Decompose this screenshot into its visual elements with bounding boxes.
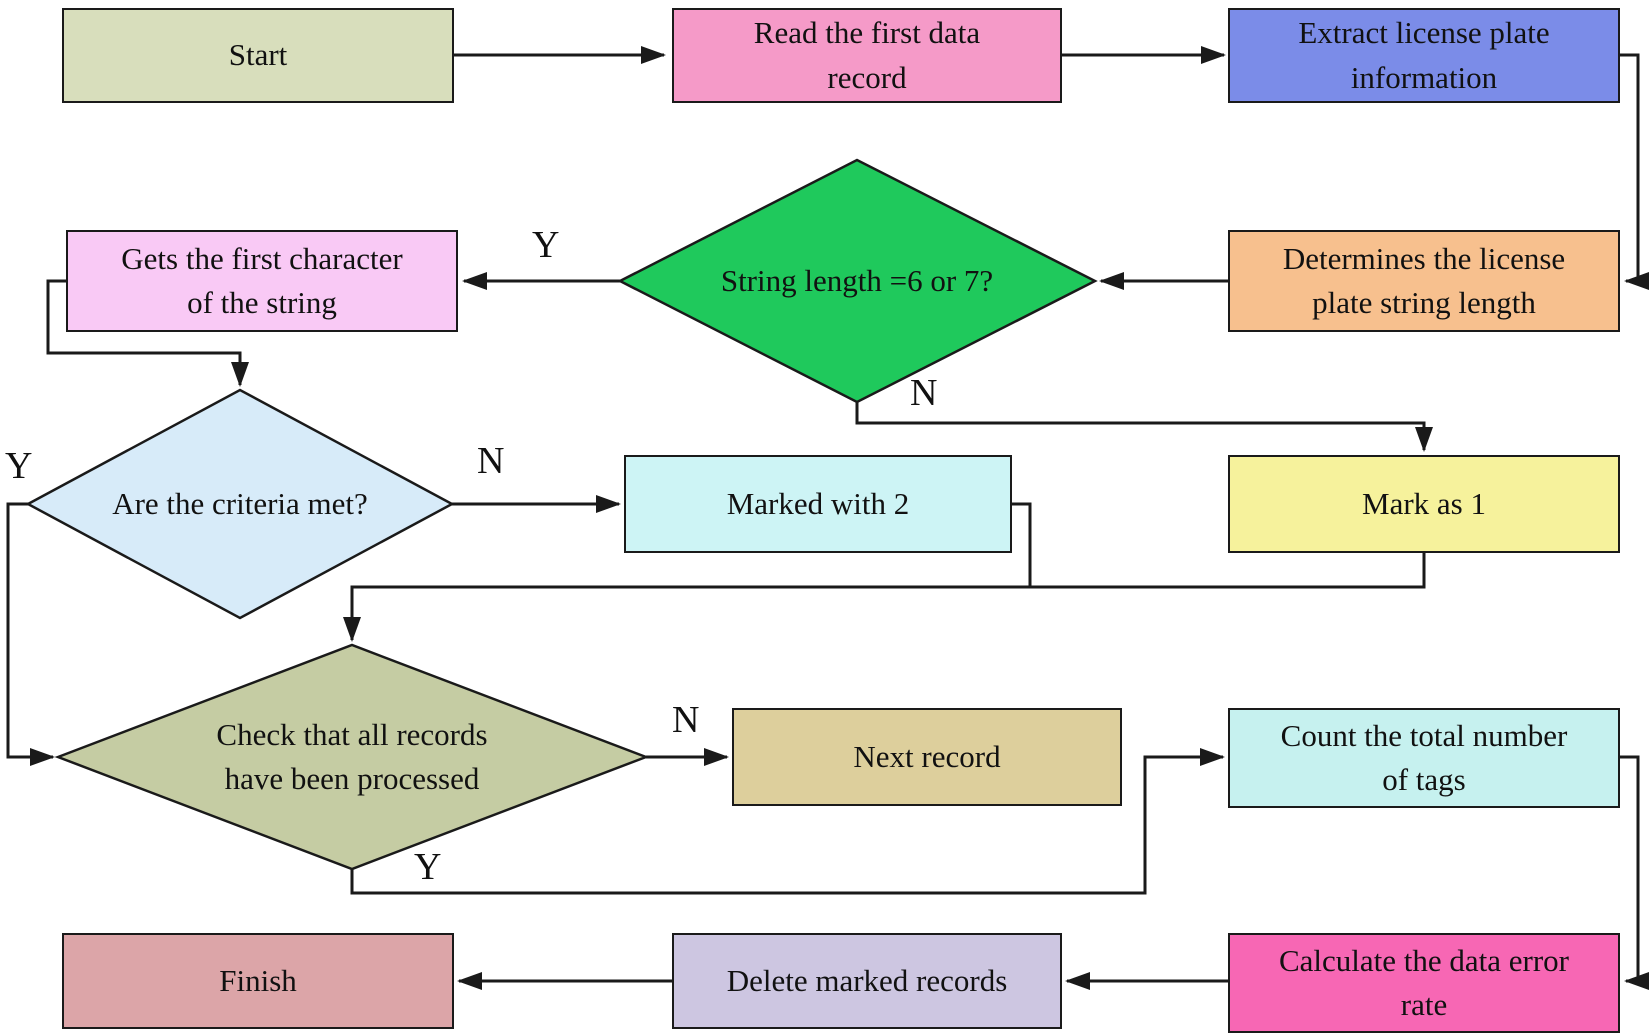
node-next-record: Next record <box>732 708 1122 806</box>
decision-criteria-shape <box>25 388 455 620</box>
edge-get-first-char-to-criteria <box>46 279 249 387</box>
edge-label-all-processed-yes: Y <box>414 846 442 888</box>
edge-label-criteria-no: N <box>477 440 505 482</box>
node-delete-marked: Delete marked records <box>672 933 1062 1029</box>
decision-all-processed-shape <box>54 643 650 871</box>
node-count-tags: Count the total number of tags <box>1228 708 1620 808</box>
node-read-record: Read the first data record <box>672 8 1062 103</box>
edge-criteria-yes-to-all-processed <box>6 502 55 766</box>
edge-label-all-processed-no: N <box>672 699 700 741</box>
edge-extract-to-determine <box>1620 53 1649 290</box>
edge-label-string-length-no: N <box>910 372 938 414</box>
node-finish: Finish <box>62 933 454 1029</box>
node-extract-info: Extract license plate information <box>1228 8 1620 103</box>
node-marked-with-2: Marked with 2 <box>624 455 1012 553</box>
node-determine-length: Determines the license plate string leng… <box>1228 230 1620 332</box>
edge-label-criteria-yes: Y <box>5 445 33 487</box>
node-calc-error-rate: Calculate the data error rate <box>1228 933 1620 1033</box>
node-get-first-char: Gets the first character of the string <box>66 230 458 332</box>
node-start: Start <box>62 8 454 103</box>
edge-mark-as-1-to-merge <box>352 553 1426 589</box>
edge-string-length-no-to-mark-as-1 <box>855 402 1433 452</box>
edge-label-string-length-yes: Y <box>532 224 560 266</box>
node-mark-as-1: Mark as 1 <box>1228 455 1620 553</box>
decision-string-length-shape <box>617 158 1098 404</box>
edge-count-tags-to-calc-error <box>1620 755 1649 990</box>
edge-all-processed-yes-to-count-tags <box>350 748 1225 895</box>
